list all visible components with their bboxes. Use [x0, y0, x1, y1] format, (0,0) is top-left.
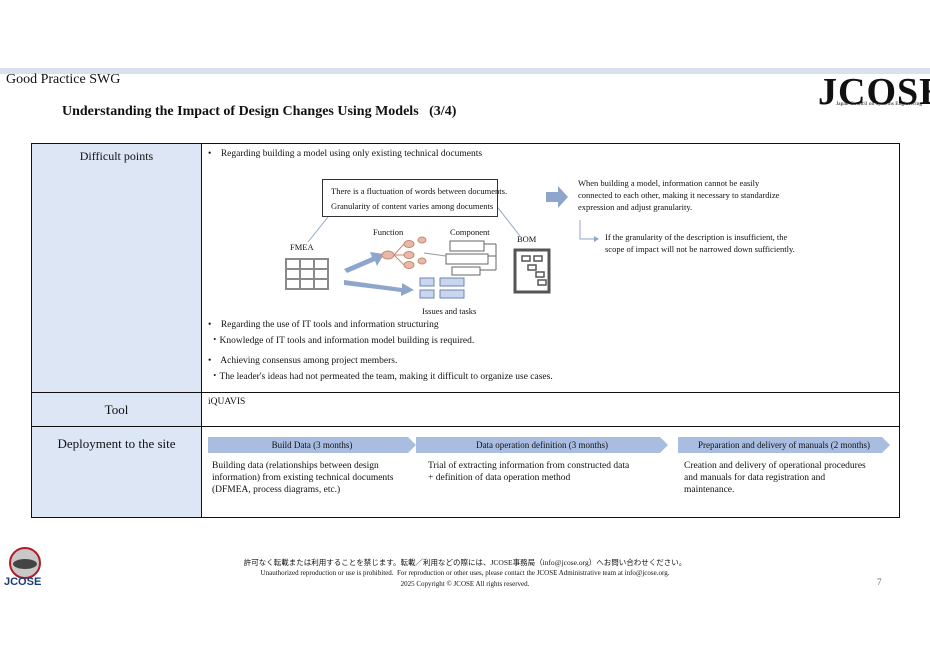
swg-label: Good Practice SWG — [6, 72, 121, 87]
bullet-consensus: • Achieving consensus among project memb… — [208, 356, 398, 366]
footer-japanese: 許可なく転載または利用することを禁じます。転載／利用などの際には、JCOSE事務… — [243, 558, 687, 567]
deployment-content: Build Data (3 months) Data operation def… — [201, 426, 900, 518]
granularity-line-1: If the granularity of the description is… — [605, 232, 788, 242]
bullet-existing-docs: • Regarding building a model using only … — [208, 149, 483, 159]
consequence-line-2: connected to each other, making it neces… — [578, 190, 780, 200]
row-deployment: Deployment to the site Build Data (3 mon… — [31, 426, 900, 518]
arrow-to-function — [344, 252, 384, 273]
tool-content: iQUAVIS — [201, 392, 900, 427]
difficult-label: Difficult points — [79, 149, 154, 163]
elbow-connector — [579, 220, 594, 240]
page-title: Understanding the Impact of Design Chang… — [62, 104, 457, 119]
tool-label: Tool — [104, 402, 129, 417]
phase-1-line-2: information) from existing technical doc… — [212, 473, 394, 483]
difficult-content: • Regarding building a model using only … — [201, 143, 900, 393]
fmea-label: FMEA — [290, 242, 314, 252]
consequence-line-3: expression and adjust granularity. — [578, 202, 693, 212]
row-difficult: Difficult points • Regarding building a … — [31, 143, 900, 393]
label-cell-deployment: Deployment to the site — [31, 426, 202, 518]
phase-1-line-1: Building data (relationships between des… — [212, 461, 379, 471]
phase-2-line-2: + definition of data operation method — [428, 473, 571, 483]
small-logo-text: JCOSE — [4, 576, 42, 588]
box-line-1: There is a fluctuation of words between … — [331, 186, 508, 196]
logo-subtitle: Japan Council on Systems Engineering — [836, 101, 923, 107]
phase-3-line-3: maintenance. — [684, 485, 735, 495]
result-arrow — [546, 186, 568, 208]
function-tree-icon — [381, 236, 427, 269]
box-line-2: Granularity of content varies among docu… — [331, 201, 494, 211]
phase-3-line-1: Creation and delivery of operational pro… — [684, 461, 866, 471]
issues-tasks-icon — [419, 277, 465, 299]
label-cell-tool: Tool — [31, 392, 202, 427]
logo-text: JCOSE — [818, 71, 930, 113]
phase-2-line-1: Trial of extracting information from con… — [428, 461, 630, 471]
deployment-label: Deployment to the site — [57, 436, 176, 451]
bullet-it-tools-sub: ・Knowledge of IT tools and information m… — [210, 336, 475, 346]
bom-icon — [513, 248, 551, 294]
model-diagram — [285, 186, 599, 299]
function-label: Function — [373, 227, 404, 237]
footer-copyright: 2025 Copyright © JCOSE All rights reserv… — [400, 580, 530, 588]
phase-2-chevron: Data operation definition (3 months) — [416, 437, 668, 453]
header-band — [0, 68, 930, 74]
row-tool: Tool iQUAVIS — [31, 392, 900, 427]
jcose-logo: JCOSE Japan Council on Systems Engineeri… — [818, 73, 930, 111]
component-label: Component — [450, 227, 490, 237]
bom-label: BOM — [517, 234, 537, 244]
component-diagram-icon — [423, 240, 497, 276]
consequence-line-1: When building a model, information canno… — [578, 178, 760, 188]
content-table: Difficult points • Regarding building a … — [31, 143, 900, 518]
bullet-consensus-sub: ・The leader's ideas had not permeated th… — [210, 372, 553, 382]
jcose-small-logo: JCOSE — [0, 547, 50, 589]
phase-3-line-2: and manuals for data registration and — [684, 473, 826, 483]
car-emblem-icon — [9, 547, 41, 579]
issues-label: Issues and tasks — [422, 306, 477, 316]
fmea-table-icon — [285, 258, 329, 290]
bullet-it-tools: • Regarding the use of IT tools and info… — [208, 320, 439, 330]
phase-1-line-3: (DFMEA, process diagrams, etc.) — [212, 485, 341, 495]
footer-english: Unauthorized reproduction or use is proh… — [260, 569, 670, 577]
phase-1-chevron: Build Data (3 months) — [208, 437, 416, 453]
tool-value: iQUAVIS — [208, 397, 246, 407]
page-number: 7 — [877, 577, 882, 587]
fluctuation-box: There is a fluctuation of words between … — [322, 179, 507, 217]
phase-3-chevron: Preparation and delivery of manuals (2 m… — [678, 437, 890, 453]
granularity-line-2: scope of impact will not be narrowed dow… — [605, 244, 795, 254]
arrow-to-issues — [344, 280, 414, 296]
label-cell-difficult: Difficult points — [31, 143, 202, 393]
